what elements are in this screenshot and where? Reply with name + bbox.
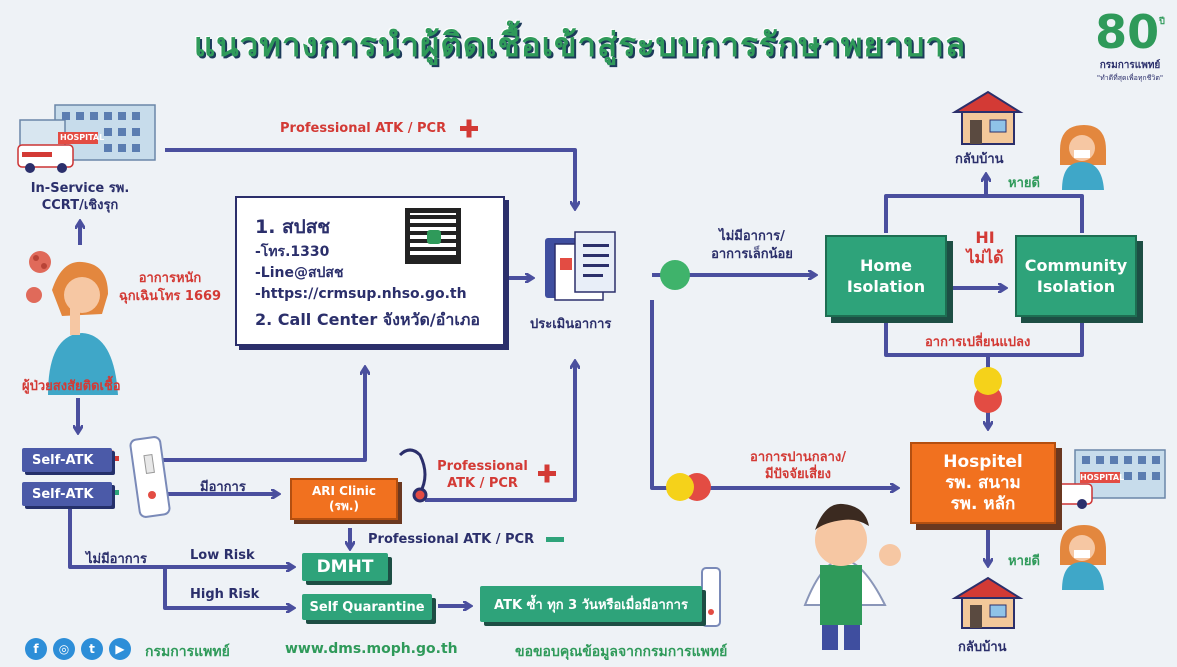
recovered-top-label: หายดี	[1008, 176, 1040, 191]
no-symptoms-label: ไม่มีอาการ	[86, 552, 147, 567]
logo-org: กรมการแพทย์	[1099, 60, 1161, 71]
atk-kit-icon	[129, 436, 171, 518]
atk-kit-small-icon	[701, 567, 721, 627]
house-icon-top	[951, 90, 1024, 145]
facebook-icon[interactable]: f	[25, 638, 47, 660]
virus-icons	[26, 251, 51, 303]
ari-clinic-box: ARI Clinic (รพ.)	[290, 478, 398, 520]
severe-emergency-label: อาการหนัก ฉุกเฉินโทร 1669	[118, 271, 222, 304]
recovered-person-top	[1060, 125, 1106, 190]
logo-suffix: ปี	[1159, 17, 1165, 27]
nhso-contact-box: 1. สปสช -โทร.1330 -Line@สปสช -https://cr…	[235, 196, 505, 346]
footer-url[interactable]: www.dms.moph.go.th	[285, 641, 458, 657]
pro-atk-negative-label: Professional ATK / PCR	[368, 532, 535, 547]
patient-figure	[48, 261, 118, 395]
clipboard-icon	[545, 231, 616, 301]
green-dot-icon	[660, 260, 690, 290]
recovered-bottom-label: หายดี	[1008, 554, 1040, 569]
qr-code-icon	[405, 208, 461, 264]
moderate-risk-label: อาการปานกลาง/ มีปัจจัยเสี่ยง	[750, 450, 846, 482]
page-title: แนวทางการนำผู้ติดเชื้อเข้าสู่ระบบการรักษ…	[193, 25, 967, 64]
home-isolation-box: Home Isolation	[825, 235, 947, 317]
nhso-url[interactable]: -https://crmsup.nhso.go.th	[255, 286, 467, 302]
hi-failed-label: HI ไม่ได้	[966, 228, 1004, 267]
nhso-heading: 1. สปสช	[255, 216, 331, 238]
call-center: 2. Call Center จังหวัด/อำเภอ	[255, 310, 480, 329]
home-return-bottom-label: กลับบ้าน	[958, 640, 1007, 655]
nhso-phone: -โทร.1330	[255, 244, 330, 260]
no-or-mild-label: ไม่มีอาการ/ อาการเล็กน้อย	[711, 229, 793, 262]
assess-label: ประเมินอาการ	[530, 317, 612, 332]
self-atk-negative-label: Self-ATK	[32, 486, 94, 502]
twitter-icon[interactable]: t	[81, 638, 103, 660]
suspected-patient-label: ผู้ป่วยสงสัยติดเชื้อ	[22, 379, 121, 394]
instagram-icon[interactable]: ◎	[53, 638, 75, 660]
stethoscope-icon	[398, 448, 428, 503]
yellow-dot-icon	[666, 473, 694, 501]
footer-thanks: ขอขอบคุณข้อมูลจากกรมการแพทย์	[515, 644, 728, 660]
dmht-box: DMHT	[302, 553, 388, 581]
footer-org: กรมการแพทย์	[145, 644, 230, 660]
house-icon-bottom	[951, 576, 1024, 629]
has-symptoms-label: มีอาการ	[200, 480, 246, 495]
home-return-top-label: กลับบ้าน	[955, 152, 1004, 167]
nhso-line: -Line@สปสช	[255, 265, 344, 281]
symptom-change-label: อาการเปลี่ยนแปลง	[925, 335, 1031, 350]
self-atk-negative-tag: Self-ATK	[22, 482, 112, 506]
atk-repeat-box: ATK ซ้ำ ทุก 3 วันหรือเมื่อมีอาการ	[480, 586, 702, 622]
self-quarantine-box: Self Quarantine	[302, 594, 432, 620]
logo-number: 80	[1095, 5, 1160, 59]
hospital-building-right	[1039, 449, 1166, 509]
recovered-person-bottom	[1060, 525, 1106, 590]
community-isolation-box: Community Isolation	[1015, 235, 1137, 317]
dms-80-logo: 80 ปี กรมการแพทย์ "ทำดีที่สุดเพื่อทุกชีว…	[1090, 6, 1170, 92]
logo-motto: "ทำดีที่สุดเพื่อทุกชีวิต"	[1096, 74, 1164, 82]
social-links: f ◎ t ▶	[25, 638, 131, 660]
self-atk-positive-label: Self-ATK	[32, 452, 94, 468]
hospital-building-top	[17, 104, 156, 173]
high-risk-label: High Risk	[190, 587, 260, 602]
low-risk-label: Low Risk	[190, 548, 255, 563]
in-service-label: In-Service รพ. CCRT/เชิงรุก	[30, 181, 130, 213]
hospitel-box: Hospitel รพ. สนาม รพ. หลัก	[910, 442, 1056, 524]
hospital-sign-right: HOSPITAL	[1080, 473, 1125, 482]
yellow-dot-icon-right	[974, 367, 1002, 395]
self-atk-positive-tag: Self-ATK	[22, 448, 112, 472]
doctor-mascot	[803, 503, 901, 650]
pro-atk-positive-top-label: Professional ATK / PCR	[280, 121, 447, 136]
pro-atk-positive-mid-label: Professional ATK / PCR	[437, 459, 528, 491]
youtube-icon[interactable]: ▶	[109, 638, 131, 660]
hospital-sign-top: HOSPITAL	[60, 133, 105, 142]
